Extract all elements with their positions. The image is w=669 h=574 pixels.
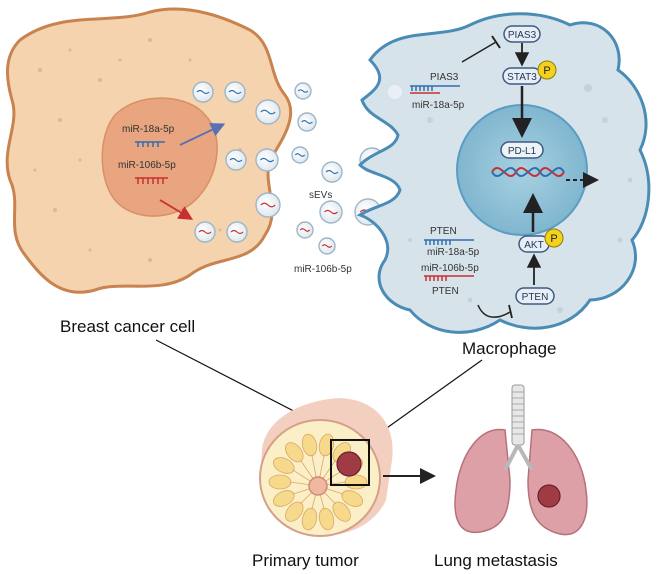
- akt-node: AKT P: [518, 228, 564, 253]
- pd-l1-node: PD-L1: [500, 141, 544, 159]
- akt-phospho-badge: [544, 228, 564, 248]
- left-lung: [454, 428, 511, 534]
- primary-tumor-mass: [336, 451, 362, 477]
- nipple: [308, 476, 328, 496]
- akt-node-label: AKT: [524, 240, 543, 251]
- breast-cancer-cell: miR-18a-5p miR-106b-5p: [5, 7, 293, 294]
- pten-mrna-duplex-blue: [424, 239, 474, 245]
- stat3-node-label: STAT3: [507, 72, 537, 83]
- vesicle-mir-18a-cargo: [228, 89, 242, 95]
- akt-phospho-label: P: [550, 233, 557, 245]
- macrophage-speckles: [388, 84, 633, 313]
- vesicle-mir-106b-cargo: [323, 209, 339, 215]
- pten-mrna-label: PTEN: [430, 226, 457, 237]
- pten-mrna-duplex-red: [424, 275, 474, 281]
- vesicle-mir-18a-cargo: [294, 153, 306, 157]
- pias3-mrna-label: PIAS3: [430, 72, 459, 83]
- mir-106b-label-nucleus: miR-106b-5p: [118, 160, 176, 171]
- trachea: [511, 384, 525, 446]
- trachea-rings: [512, 391, 524, 435]
- zoom-line-right: [369, 359, 483, 441]
- pd-l1-node-label: PD-L1: [508, 146, 537, 157]
- mir-18a-glyph-nucleus: [135, 141, 165, 147]
- stat3-phospho-label: P: [543, 65, 550, 77]
- lung-metastasis-label: Lung metastasis: [434, 551, 558, 570]
- mir-106b-glyph-nucleus: [135, 177, 168, 184]
- vesicle-mir-18a-cargo: [260, 109, 276, 115]
- mir-18a-bottom-right-label: miR-18a-5p: [427, 247, 480, 258]
- pias3-mrna-duplex: [410, 85, 460, 94]
- pten-mrna-label-2: PTEN: [432, 286, 459, 297]
- cancer-cell-nucleus: [101, 97, 218, 217]
- pten-inhibition-line: [477, 304, 511, 318]
- vesicle-mir-18a-cargo: [259, 157, 275, 163]
- pias3-node-label: PIAS3: [508, 30, 537, 41]
- bronchi: [503, 444, 534, 471]
- stat3-node: STAT3 P: [502, 60, 557, 85]
- stat3-phospho-badge: [537, 60, 557, 80]
- vesicle-mir-106b-cargo: [230, 229, 244, 235]
- breast-lobule: [268, 474, 292, 490]
- macrophage-cell: PIAS3 STAT3 P PD-L1 AKT P: [356, 12, 651, 334]
- vesicle-mir-106b-cargo: [299, 228, 311, 232]
- sevs-label: sEVs: [309, 190, 332, 201]
- pten-node-label: PTEN: [522, 292, 549, 303]
- mir-18a-label-nucleus: miR-18a-5p: [122, 124, 175, 135]
- vesicle-mir-106b-cargo: [260, 202, 276, 208]
- vesicle-mir-18a-cargo: [297, 89, 309, 93]
- pias3-inhibition-bar: [491, 35, 501, 49]
- vesicle-mir-106b-cargo: [321, 244, 333, 248]
- pias3-inhibition-line: [461, 41, 497, 63]
- pias3-node: PIAS3: [503, 25, 541, 43]
- cytoplasm-speckles: [33, 38, 242, 262]
- pten-node: PTEN: [515, 287, 555, 305]
- vesicle-mir-18a-cargo: [229, 157, 243, 163]
- macrophage-label: Macrophage: [462, 339, 557, 358]
- blue-export-arrow: [179, 123, 226, 146]
- zoom-box: [330, 439, 370, 486]
- mir-106b-middle-label: miR-106b-5p: [294, 264, 352, 275]
- red-export-arrow: [159, 199, 194, 220]
- vesicle-mir-18a-cargo: [325, 169, 339, 175]
- right-lung: [527, 428, 588, 536]
- lung-metastasis-mass: [537, 484, 561, 508]
- primary-tumor-label: Primary tumor: [252, 551, 359, 570]
- breast-lobule: [344, 474, 368, 490]
- pten-inhibition-bar: [508, 304, 513, 319]
- mir-18a-top-right-label: miR-18a-5p: [412, 100, 465, 111]
- lung-illustration: [454, 384, 588, 536]
- breast-cancer-cell-label: Breast cancer cell: [60, 317, 195, 336]
- dna-helix: [491, 167, 565, 177]
- mir-106b-bottom-right-label: miR-106b-5p: [421, 263, 479, 274]
- vesicle-mir-106b-cargo: [198, 229, 212, 235]
- vesicle-mir-18a-cargo: [196, 89, 210, 95]
- breast-illustration: [259, 398, 393, 537]
- vesicle-mir-18a-cargo: [301, 120, 313, 124]
